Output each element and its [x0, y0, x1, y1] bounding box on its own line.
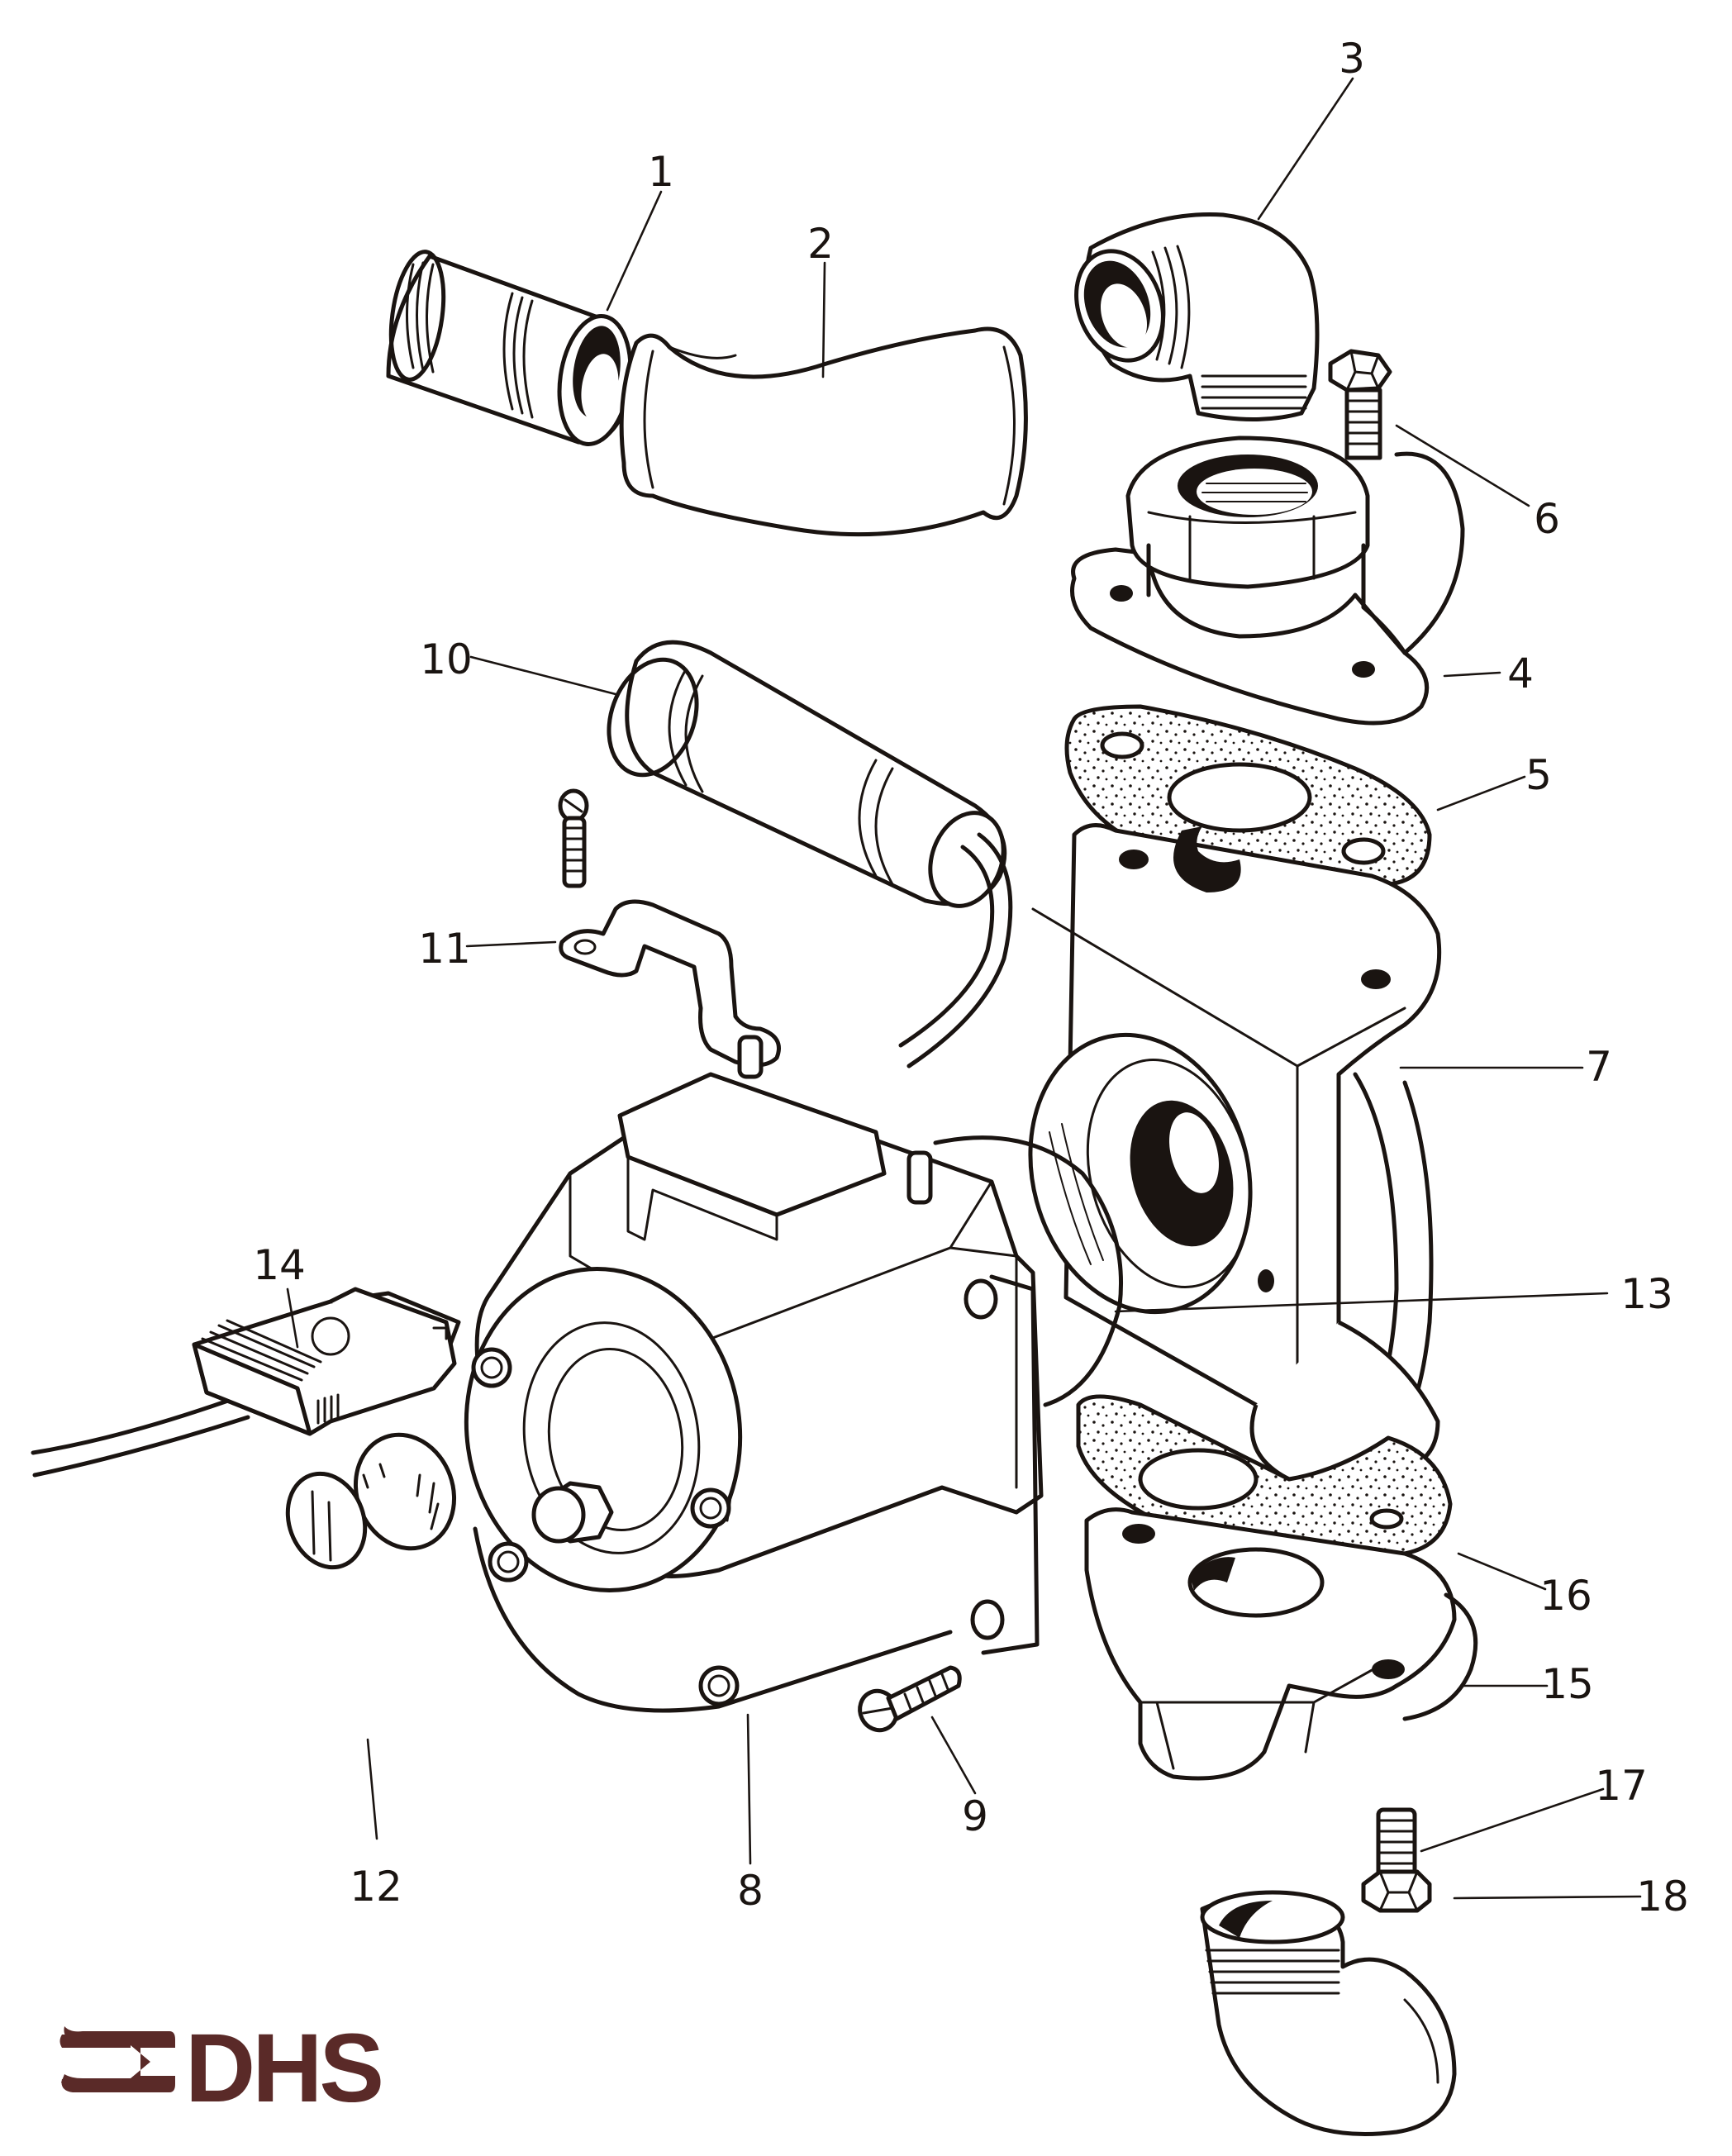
part-16-lower-gasket	[1076, 1394, 1453, 1556]
callout-13: 13	[1620, 1270, 1673, 1318]
callout-14: 14	[253, 1241, 306, 1289]
leader-2	[821, 261, 826, 378]
leader-4	[1443, 671, 1501, 678]
callout-3: 3	[1339, 35, 1365, 83]
callout-15: 15	[1541, 1660, 1594, 1708]
part-4-outlet-flange	[1070, 435, 1465, 726]
leader-12	[366, 1738, 378, 1840]
part-14-plug-connector	[31, 1287, 461, 1478]
leader-lines	[286, 77, 1642, 1900]
leader-6	[1395, 424, 1530, 507]
part-15-inlet-flange	[1084, 1507, 1478, 1781]
leader-14	[286, 1287, 299, 1349]
leader-8	[746, 1713, 752, 1865]
part-8-motor	[464, 1035, 1044, 1713]
callout-11: 11	[418, 925, 471, 973]
part-17-hex-bolt-lower	[1361, 1807, 1432, 1913]
part-1-pipe-nipple	[386, 250, 633, 446]
part-10-capacitor	[607, 640, 1013, 1068]
callout-12: 12	[350, 1863, 402, 1911]
callout-10: 10	[420, 635, 473, 683]
part-18-lower-elbow	[1200, 1890, 1457, 2136]
callout-7: 7	[1586, 1043, 1612, 1091]
callout-17: 17	[1595, 1762, 1648, 1810]
callout-4: 4	[1507, 650, 1534, 697]
leader-13	[1114, 1292, 1609, 1313]
clamp-screw	[558, 788, 589, 888]
leader-16	[1457, 1552, 1547, 1591]
callout-5: 5	[1525, 751, 1552, 799]
leader-17	[1420, 1787, 1605, 1853]
logo-text: DHS	[185, 2014, 381, 2123]
leader-9	[930, 1716, 977, 1795]
leader-3	[1257, 77, 1354, 221]
part-2-pipe-bend	[619, 326, 1028, 537]
callout-1: 1	[648, 148, 674, 196]
leader-1	[606, 190, 663, 312]
callout-6: 6	[1534, 495, 1560, 543]
part-13-o-ring	[933, 1135, 1124, 1407]
dhs-logo: DHS	[59, 2014, 384, 2123]
leader-10	[469, 655, 617, 696]
callout-labels: 1 2 3 4 5 6 7 8 9 10 11 12 13 14 15 16 1…	[253, 35, 1689, 1920]
part-6-hex-bolt-upper	[1328, 349, 1392, 460]
part-7-pump-housing	[1028, 823, 1442, 1482]
callout-18: 18	[1636, 1873, 1689, 1920]
part-3-upper-elbow	[1074, 212, 1320, 421]
leader-18	[1453, 1895, 1642, 1900]
callout-8: 8	[737, 1867, 764, 1915]
callout-2: 2	[807, 220, 834, 268]
callout-16: 16	[1539, 1572, 1592, 1620]
callout-9: 9	[962, 1792, 988, 1840]
leader-5	[1436, 775, 1526, 811]
leader-11	[465, 940, 557, 948]
part-12-speed-knob	[285, 1432, 457, 1570]
part-9-slotted-screw	[858, 1665, 962, 1733]
